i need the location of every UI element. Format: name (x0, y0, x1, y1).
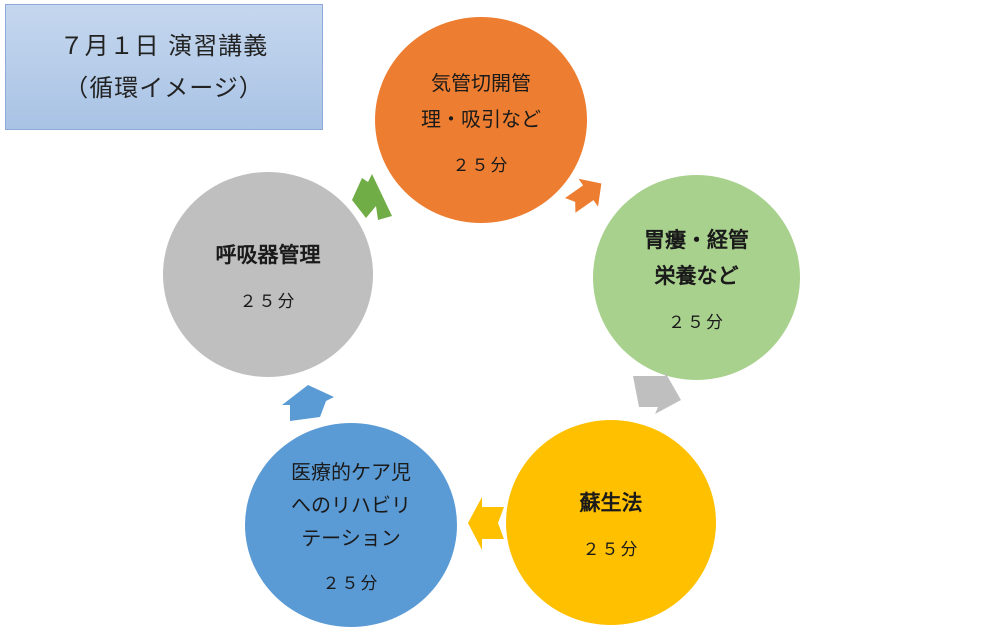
node-tracheostomy-line-1: 気管切開管 (431, 70, 531, 95)
title-line-2: （循環イメージ） (64, 74, 264, 102)
node-ventilator-time: ２５分 (239, 292, 297, 312)
node-rehabilitation-time: ２５分 (322, 574, 380, 594)
title-line-1: ７月１日 演習講義 (59, 32, 269, 60)
node-rehabilitation-line-1: 医療的ケア児 (291, 460, 411, 484)
arrow-orange-shape (565, 178, 602, 213)
title-box: ７月１日 演習講義 （循環イメージ） (5, 4, 323, 130)
arrow-yellow-shape (468, 497, 504, 550)
node-rehabilitation: 医療的ケア児 へのリハビリ テーション ２５分 (245, 423, 457, 627)
node-resuscitation-line-1: 蘇生法 (579, 491, 643, 515)
node-rehabilitation-line-3: テーション (301, 526, 401, 550)
node-tracheostomy-time: ２５分 (452, 155, 510, 176)
arrow-gray-shape (633, 372, 681, 414)
node-gastrostomy-time: ２５分 (668, 313, 725, 333)
arrow-blue-to-gray (282, 385, 334, 421)
arrow-green-to-yellow (633, 372, 681, 414)
node-resuscitation-time: ２５分 (582, 540, 640, 560)
arrow-gray-to-orange (352, 174, 392, 220)
arrow-green-shape (352, 174, 392, 220)
node-rehabilitation-line-2: へのリハビリ (291, 493, 411, 517)
arrow-orange-to-green (565, 178, 602, 213)
node-tracheostomy-line-2: 理・吸引など (421, 106, 541, 131)
node-gastrostomy-line-1: 胃瘻・経管 (644, 228, 749, 252)
node-gastrostomy: 胃瘻・経管 栄養など ２５分 (593, 175, 800, 380)
arrow-yellow-to-blue (468, 497, 504, 550)
node-gastrostomy-line-2: 栄養など (654, 264, 739, 288)
node-ventilator: 呼吸器管理 ２５分 (163, 172, 373, 377)
arrow-blue-shape (282, 385, 334, 421)
node-ventilator-line-1: 呼吸器管理 (215, 243, 321, 267)
node-resuscitation: 蘇生法 ２５分 (506, 420, 716, 625)
node-tracheostomy: 気管切開管 理・吸引など ２５分 (375, 17, 587, 223)
